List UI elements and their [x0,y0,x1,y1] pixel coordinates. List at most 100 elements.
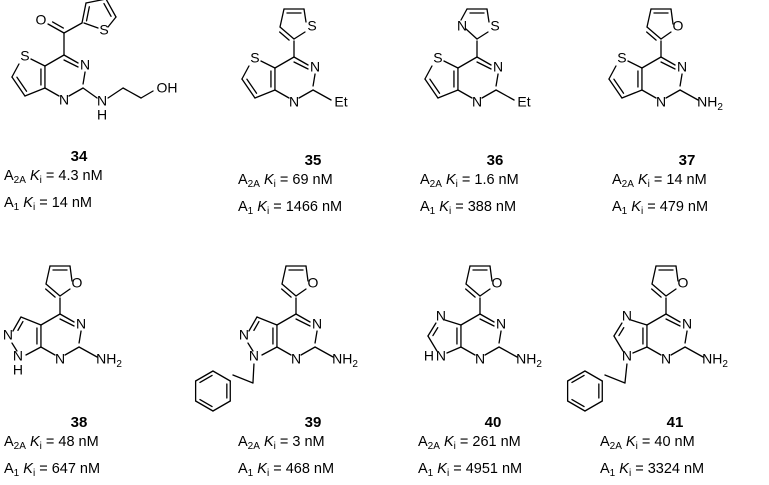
double-bond [253,320,260,332]
bond [481,89,497,99]
double-bond [199,398,213,408]
a1-ki-line: A1 Ki = 388 nM [420,199,517,217]
compound-35-caption: 35 A2A Ki = 69 nM A1 Ki = 1466 nM [238,152,388,223]
double-bond [85,6,90,22]
double-bond [479,318,495,327]
bond [25,346,42,356]
bond [256,316,278,326]
ring-nitrogen: N [239,327,249,343]
bond [646,8,652,28]
bond [105,0,117,18]
double-bond [45,288,56,298]
ethyl-group: Et [517,94,530,110]
ring-nitrogen: N [496,316,506,332]
bond [627,60,643,69]
bond [460,8,468,21]
compound-id: 35 [304,152,322,169]
bond [641,89,657,99]
compound-34-caption: 34 A2A Ki = 4.3 nM A1 Ki = 14 nM [4,148,154,219]
bond [465,28,478,40]
bond [446,346,462,354]
bond [279,8,285,28]
double-bond [295,318,311,327]
double-bond [618,327,625,337]
ring-nitrogen: N [80,57,90,73]
ring-nitrogen: N [312,316,322,332]
bond [314,330,318,344]
double-bond [199,374,213,384]
bond [194,400,214,412]
bond [665,288,677,297]
compound-39-caption: 39 A2A Ki = 3 nM A1 Ki = 468 nM [238,414,388,485]
bond [107,87,124,99]
bond [679,73,683,87]
furan-oxygen: O [673,18,684,34]
a2a-ki-line: A2A Ki = 4.3 nM [4,168,103,186]
bond [684,330,688,344]
compound-id: 40 [484,414,502,431]
amine-hydrogen: H [97,107,107,123]
bond [295,288,307,297]
bond [241,65,250,80]
bond [47,23,65,34]
sulfur-atom: S [617,50,626,66]
bond [632,346,648,354]
a2a-ki-line: A2A Ki = 69 nM [238,172,333,190]
compound-id: 39 [304,414,322,431]
ring-nitrogen: N [622,308,632,324]
bond [45,283,61,297]
bond [457,89,473,99]
furan-oxygen: O [678,275,689,291]
double-bond [660,61,676,70]
double-bond [279,31,290,41]
bond [613,335,624,352]
bond [479,313,495,323]
a2a-ki-line: A2A Ki = 1.6 nM [420,172,519,190]
bond [305,265,309,282]
furan-oxygen: O [72,275,83,291]
bond [630,319,648,326]
ring-nitrogen: N [661,351,671,367]
bond [44,54,65,67]
bond [424,65,433,80]
ring-nitrogen: N [472,94,482,110]
bond [140,90,154,99]
bond [45,265,51,285]
bond [476,56,492,66]
bond [241,78,256,99]
bond [660,56,676,66]
double-bond [59,318,75,327]
ring-nitrogen: N [55,351,65,367]
bond [624,363,628,384]
double-bond [17,320,24,332]
ring-nitrogen: N [13,348,23,364]
a1-ki-line: A1 Ki = 4951 nM [418,461,523,479]
bond [300,346,316,356]
double-bond [51,21,64,29]
hydroxyl-group: OH [157,80,178,96]
double-bond [613,78,625,94]
a1-ki-line: A1 Ki = 468 nM [238,461,335,479]
bond [59,288,71,297]
compound-37-caption: 37 A2A Ki = 14 nM A1 Ki = 479 nM [612,152,762,223]
bond [107,16,117,28]
double-bond [476,61,492,70]
bond [83,22,99,29]
bond [82,71,86,85]
bond [465,265,471,285]
bond [40,346,56,356]
bond [248,316,258,332]
bond [252,363,255,384]
bond [486,8,490,23]
bond [651,283,667,297]
bond [20,316,42,326]
bond [260,60,276,69]
bond [11,342,18,352]
amino-group: NH2 [332,351,358,370]
bond [489,265,493,282]
a1-ki-line: A1 Ki = 3324 nM [600,461,705,479]
double-bond [16,76,28,92]
double-bond [281,288,292,298]
thiazole-sulfur: S [490,18,499,34]
